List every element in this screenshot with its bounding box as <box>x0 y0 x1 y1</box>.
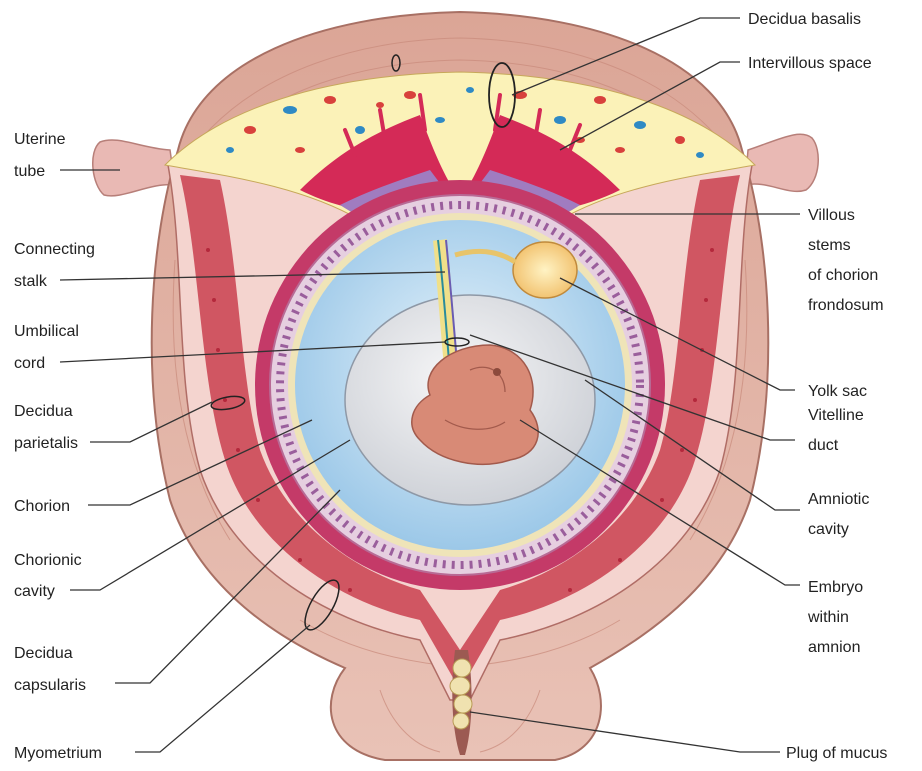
label-myometrium: Myometrium <box>14 745 102 762</box>
label-intervillous-space: Intervillous space <box>748 55 872 72</box>
label-vitelline-duct-2: duct <box>808 437 839 454</box>
label-uterine-tube-2: tube <box>14 163 45 180</box>
label-embryo-1: Embryo <box>808 579 863 596</box>
label-chorionic-cavity-1: Chorionic <box>14 552 82 569</box>
yolk-sac <box>513 242 577 298</box>
label-connecting-stalk-2: stalk <box>14 273 48 290</box>
label-vitelline-duct-1: Vitelline <box>808 407 864 424</box>
label-plug-of-mucus: Plug of mucus <box>786 745 887 762</box>
label-villous-stems-4: frondosum <box>808 297 884 314</box>
label-villous-stems-2: stems <box>808 237 851 254</box>
label-umbilical-cord-2: cord <box>14 355 45 372</box>
label-villous-stems-1: Villous <box>808 207 855 224</box>
label-decidua-basalis: Decidua basalis <box>748 11 861 28</box>
label-decidua-capsularis-2: capsularis <box>14 677 86 694</box>
label-embryo-3: amnion <box>808 639 860 656</box>
label-umbilical-cord-1: Umbilical <box>14 323 79 340</box>
label-villous-stems-3: of chorion <box>808 267 878 284</box>
label-chorion: Chorion <box>14 498 70 515</box>
label-yolk-sac: Yolk sac <box>808 383 867 400</box>
label-chorionic-cavity-2: cavity <box>14 583 55 600</box>
label-decidua-capsularis-1: Decidua <box>14 645 73 662</box>
label-amniotic-cavity-1: Amniotic <box>808 491 869 508</box>
label-decidua-parietalis-2: parietalis <box>14 435 78 452</box>
label-embryo-2: within <box>807 609 849 626</box>
label-amniotic-cavity-2: cavity <box>808 521 849 538</box>
uterine-tube-left <box>93 140 175 196</box>
uterine-tube-right <box>745 134 818 191</box>
label-connecting-stalk-1: Connecting <box>14 241 95 258</box>
label-uterine-tube-1: Uterine <box>14 131 66 148</box>
label-decidua-parietalis-1: Decidua <box>14 403 73 420</box>
